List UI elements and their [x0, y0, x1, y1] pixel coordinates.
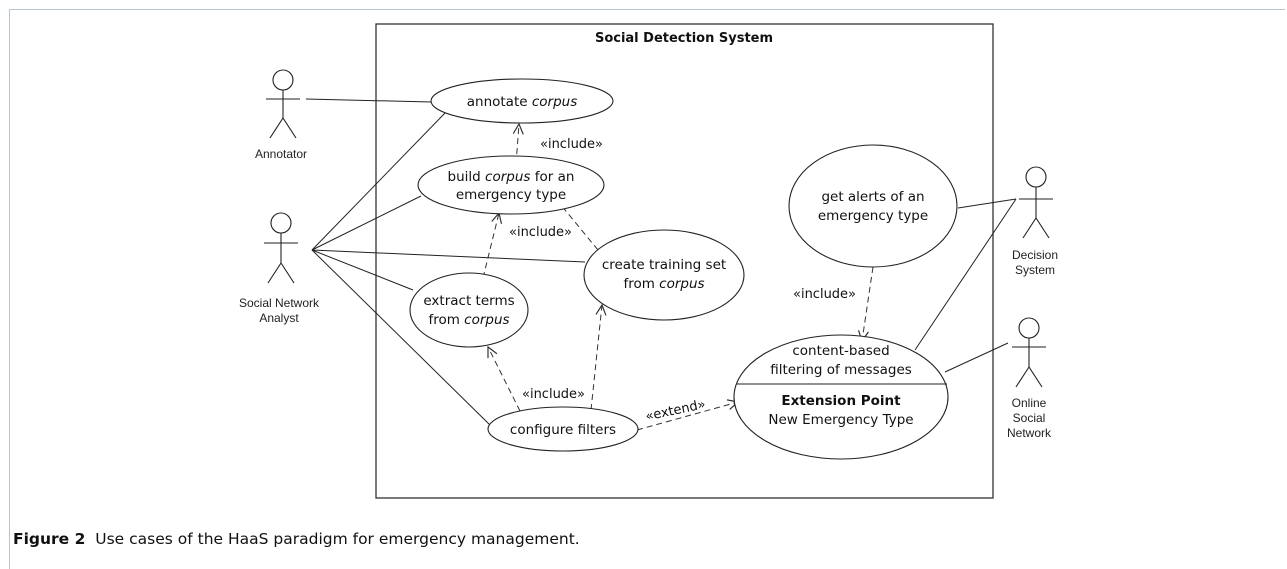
actor-social-network-analyst [264, 212, 298, 284]
extend-arrow-configure-content [636, 402, 738, 431]
use-case-build-corpus [417, 155, 605, 215]
extract-label-line2: from corpus [428, 312, 509, 328]
use-case-extract-terms [409, 272, 529, 348]
configure-label: configure filters [510, 422, 616, 438]
assoc-analyst-extract [311, 249, 414, 291]
assoc-decision-alerts [957, 198, 1017, 209]
use-case-get-alerts [788, 144, 958, 268]
annotate-label: annotate corpus [467, 94, 578, 110]
include-arrow-content-alerts [862, 266, 874, 341]
system-boundary [375, 23, 994, 499]
include-arrow-configure-extract [488, 347, 521, 412]
assoc-analyst-configure [311, 249, 492, 427]
actor-decision-label-line1: Decision [1012, 248, 1058, 262]
figure-caption: Figure 2 Use cases of the HaaS paradigm … [13, 530, 580, 548]
assoc-osn-content [944, 342, 1009, 373]
system-title: Social Detection System [595, 31, 773, 46]
include-label-build-annotate: «include» [540, 137, 603, 152]
content-label-line2: filtering of messages [770, 362, 912, 378]
extension-point-title: Extension Point [781, 393, 901, 409]
use-case-configure-filters [487, 406, 639, 452]
use-case-create-training-set [583, 229, 745, 321]
build-label-line2: emergency type [456, 187, 566, 203]
content-label-line1: content-based [792, 343, 889, 359]
actor-online-social-network [1012, 317, 1046, 388]
include-arrow-build-annotate [516, 124, 519, 165]
actor-analyst-label-line2: Analyst [259, 311, 299, 325]
actor-analyst-label-line1: Social Network [239, 296, 320, 310]
extract-label-line1: extract terms [423, 293, 514, 309]
extension-point-value: New Emergency Type [768, 412, 913, 428]
include-label-configure-extract: «include» [522, 387, 585, 402]
assoc-analyst-training [311, 249, 586, 263]
actor-decision-label-line2: System [1015, 263, 1055, 277]
assoc-analyst-build [311, 195, 422, 251]
use-case-annotate-corpus [430, 78, 614, 124]
use-case-content-filtering [733, 334, 949, 460]
training-label-line2: from corpus [623, 276, 704, 292]
actor-osn-label-line3: Network [1007, 426, 1052, 440]
include-arrow-configure-training [590, 305, 602, 411]
actor-annotator-label: Annotator [255, 147, 307, 161]
assoc-annotator-annotate [305, 98, 432, 103]
use-case-diagram: Social Detection System «include» «inclu… [239, 23, 1058, 499]
alerts-label-line2: emergency type [818, 208, 928, 224]
assoc-analyst-annotate [311, 111, 447, 251]
build-label-line1: build corpus for an [448, 169, 575, 185]
include-label-training-build: «include» [509, 225, 572, 240]
assoc-decision-content [914, 198, 1017, 351]
include-label-content-alerts: «include» [793, 287, 856, 302]
actor-osn-label-line2: Social [1013, 411, 1046, 425]
extend-label: «extend» [644, 397, 707, 424]
actor-osn-label-line1: Online [1012, 396, 1047, 410]
caption-text: Use cases of the HaaS paradigm for emerg… [95, 530, 580, 548]
actor-annotator [266, 69, 300, 139]
training-label-line1: create training set [602, 257, 726, 273]
figure-frame [9, 9, 1285, 569]
alerts-label-line1: get alerts of an [821, 189, 924, 205]
actor-decision-system [1019, 166, 1053, 239]
include-arrow-extract-build [482, 213, 499, 279]
caption-label: Figure 2 [13, 530, 86, 548]
